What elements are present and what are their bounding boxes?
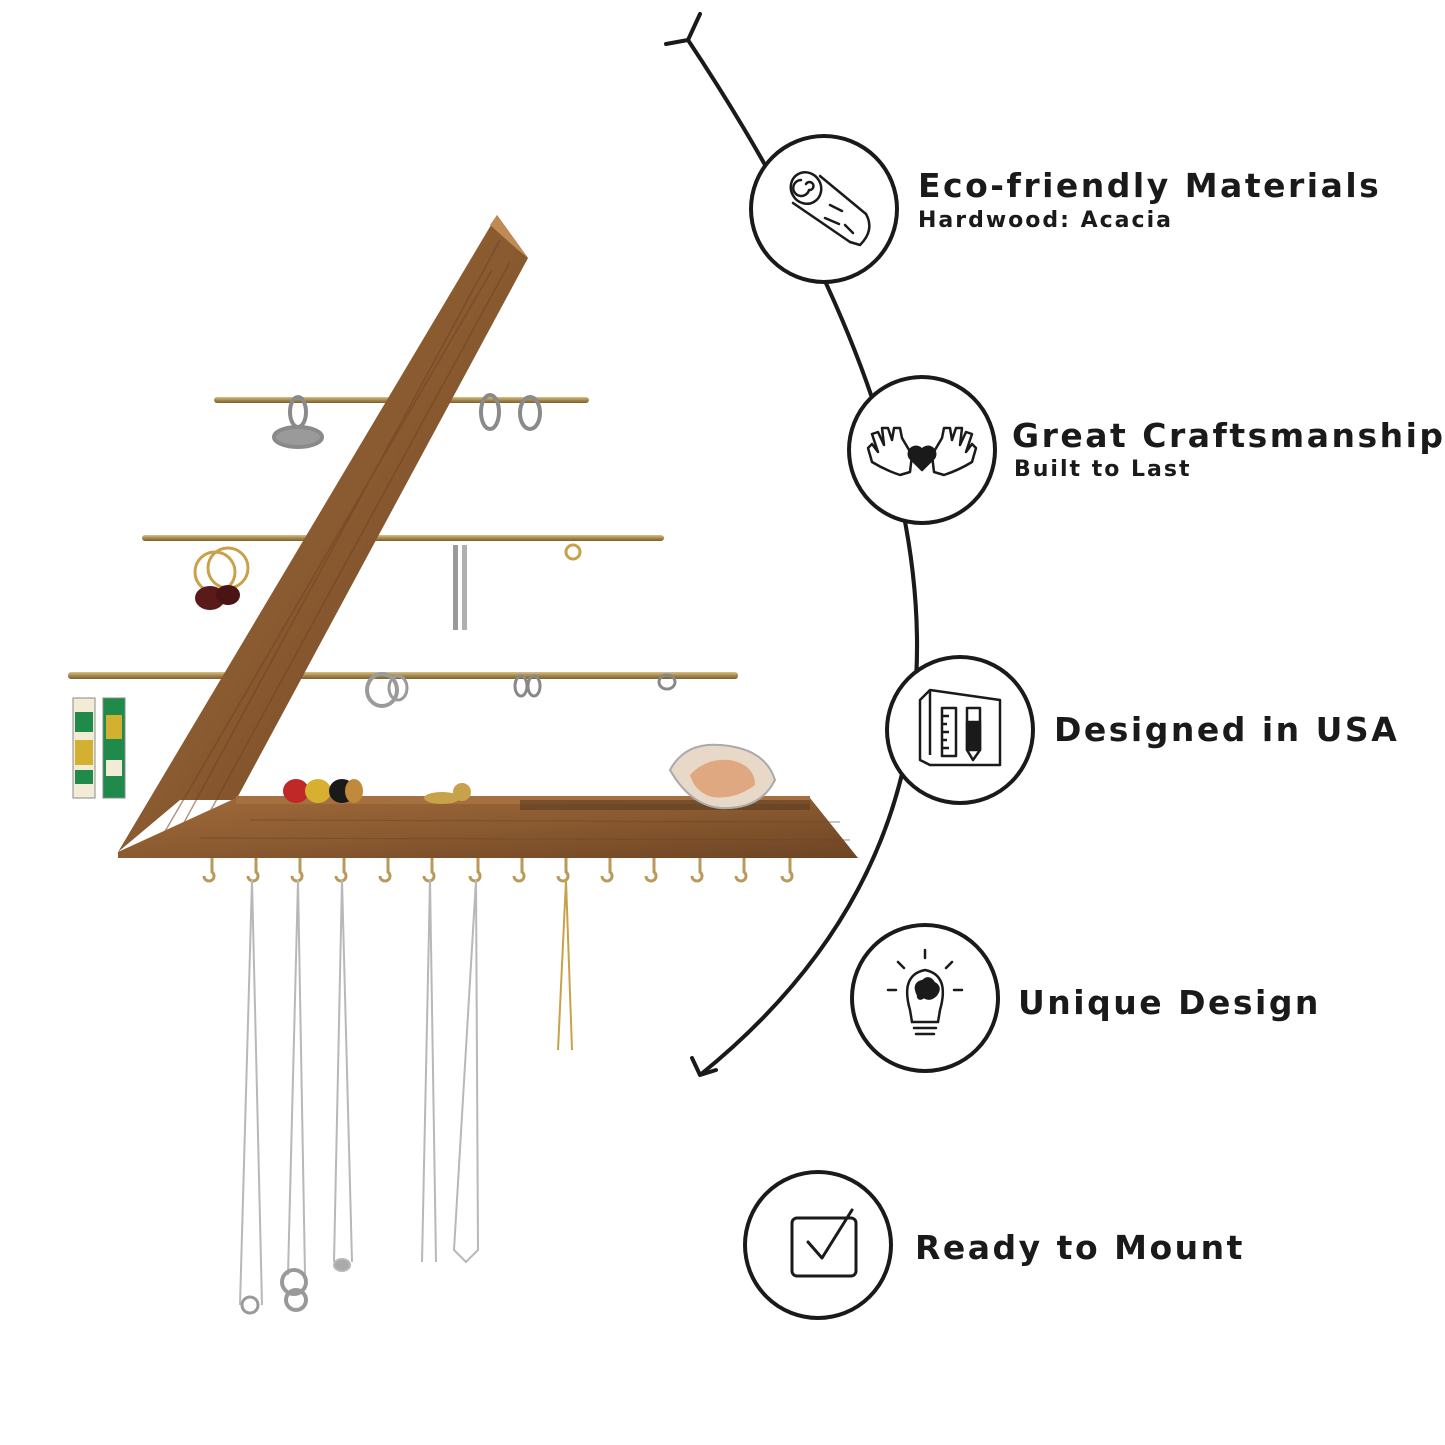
feature-circle-3: [885, 655, 1035, 805]
jewelry-organizer: [68, 215, 858, 1315]
feature-title-unique-design: Unique Design: [1018, 983, 1321, 1022]
geometric-earrings: [72, 672, 677, 799]
lightbulb-brain-icon: [886, 948, 964, 1036]
feature-title-eco-friendly: Eco-friendly Materials: [918, 166, 1382, 205]
feature-circle-5: [743, 1170, 893, 1320]
feature-subtitle-built-to-last: Built to Last: [1014, 457, 1192, 482]
hands-heart-icon: [866, 426, 978, 477]
feature-title-craftsmanship: Great Craftsmanship: [1012, 416, 1445, 455]
hoop-earrings: [193, 543, 582, 630]
necklaces: [239, 879, 573, 1315]
shelf-items: [283, 743, 777, 810]
feature-circles: [743, 134, 1035, 1320]
wood-bottom-shelf: [118, 798, 858, 858]
feature-title-designed-usa: Designed in USA: [1054, 710, 1400, 749]
hooks: [202, 858, 794, 883]
feature-circle-1: [749, 134, 899, 284]
feature-title-ready-to-mount: Ready to Mount: [915, 1228, 1245, 1267]
rings-top: [272, 393, 542, 449]
checkbox-icon: [790, 1208, 858, 1278]
blueprint-ruler-icon: [918, 688, 1002, 767]
timeline-arrow-head: [690, 1056, 718, 1077]
wood-log-icon: [789, 170, 871, 247]
wood-diagonal-arm: [118, 215, 528, 852]
timeline-top-fork: [664, 12, 702, 46]
feature-subtitle-hardwood: Hardwood: Acacia: [918, 208, 1173, 233]
